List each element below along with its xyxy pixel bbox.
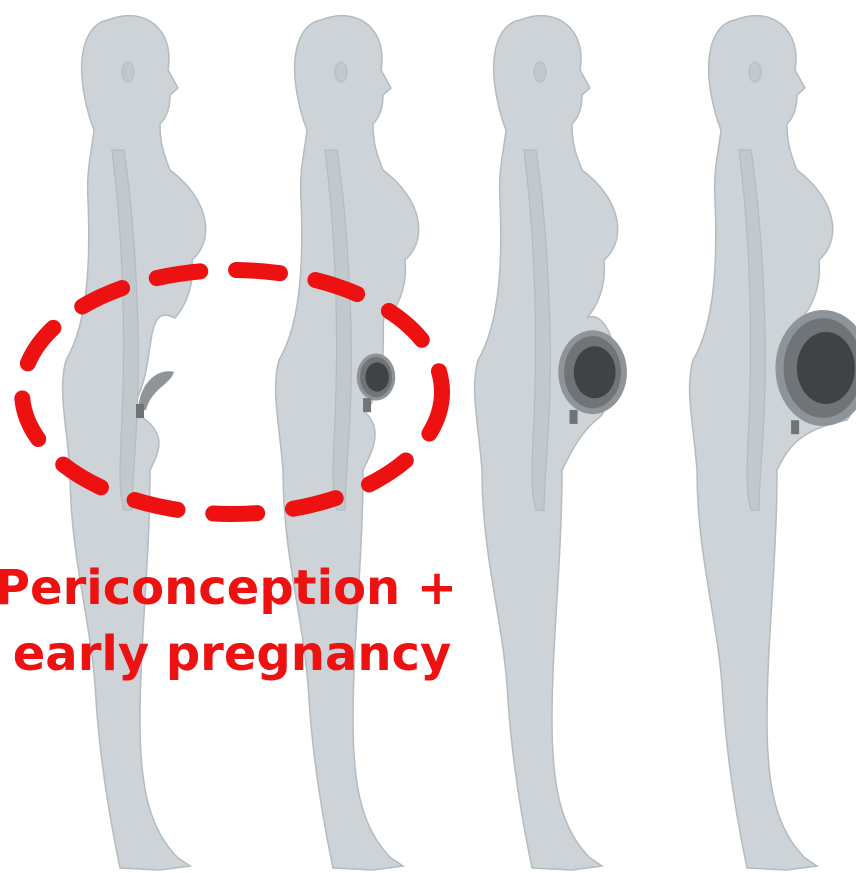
ear <box>335 62 347 82</box>
woman-figure-1 <box>63 16 206 870</box>
highlight-caption-line1: Periconception + <box>0 560 466 616</box>
highlight-caption-line2: early pregnancy <box>0 626 472 682</box>
woman-figure-3 <box>475 16 627 870</box>
woman-figure-4 <box>690 16 856 870</box>
body-silhouette <box>690 16 856 870</box>
ear <box>534 62 546 82</box>
ear <box>749 62 761 82</box>
woman-figure-2 <box>276 16 419 870</box>
ear <box>122 62 134 82</box>
